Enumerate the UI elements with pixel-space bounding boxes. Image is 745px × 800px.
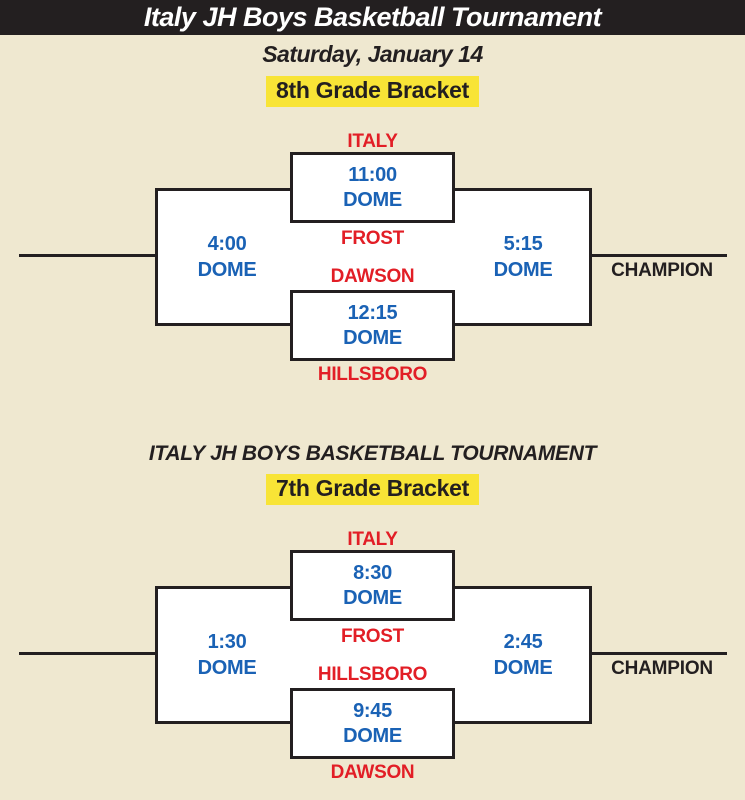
left-game-info: 1:30 DOME — [157, 629, 297, 681]
game-time: 11:00 — [348, 163, 397, 186]
team-label-top-above: ITALY — [347, 529, 398, 550]
grade-heading-row-8th: 8th Grade Bracket — [0, 76, 745, 107]
section-title-7th: ITALY JH BOYS BASKETBALL TOURNAMENT — [148, 442, 597, 465]
final-game-info: 5:15 DOME — [453, 231, 593, 283]
game-time: 1:30 — [207, 631, 247, 653]
champion-label: CHAMPION — [611, 260, 713, 281]
game-time: 2:45 — [503, 631, 543, 653]
game-time: 5:15 — [503, 233, 543, 255]
grade-heading-7th: 7th Grade Bracket — [265, 474, 480, 505]
left-game-info: 4:00 DOME — [157, 231, 297, 283]
game-box-bottom-semifinal: 12:15 DOME — [290, 290, 455, 361]
game-venue: DOME — [197, 259, 257, 281]
game-venue: DOME — [343, 586, 402, 609]
date-line: Saturday, January 14 — [262, 41, 483, 67]
bracket-7th-grade: ITALY 8:30 DOME FROST HILLSBORO 9:45 DOM… — [0, 530, 745, 790]
champion-label: CHAMPION — [611, 658, 713, 679]
team-label-bottom-below: HILLSBORO — [317, 364, 428, 385]
game-venue: DOME — [493, 259, 553, 281]
grade-heading-8th: 8th Grade Bracket — [265, 76, 480, 107]
game-box-top-semifinal: 11:00 DOME — [290, 152, 455, 223]
left-entry-line — [19, 652, 155, 655]
game-time: 4:00 — [207, 233, 247, 255]
game-venue: DOME — [197, 657, 257, 679]
game-venue: DOME — [343, 724, 402, 747]
game-venue: DOME — [493, 657, 553, 679]
game-venue: DOME — [343, 326, 402, 349]
left-entry-line — [19, 254, 155, 257]
game-venue: DOME — [343, 188, 402, 211]
team-label-top-above: ITALY — [347, 131, 398, 152]
page-title: Italy JH Boys Basketball Tournament — [143, 2, 602, 32]
bracket-8th-grade: ITALY 11:00 DOME FROST DAWSON 12:15 DOME… — [0, 132, 745, 392]
final-game-info: 2:45 DOME — [453, 629, 593, 681]
champion-line — [592, 652, 727, 655]
team-label-bottom-above: DAWSON — [330, 266, 415, 287]
game-time: 8:30 — [353, 561, 392, 584]
team-label-bottom-below: DAWSON — [330, 762, 415, 783]
title-bar: Italy JH Boys Basketball Tournament — [0, 0, 745, 35]
champion-line — [592, 254, 727, 257]
team-label-top-below: FROST — [341, 626, 404, 647]
game-box-top-semifinal: 8:30 DOME — [290, 550, 455, 621]
team-label-bottom-above: HILLSBORO — [317, 664, 428, 685]
grade-heading-row-7th: 7th Grade Bracket — [0, 474, 745, 505]
game-box-bottom-semifinal: 9:45 DOME — [290, 688, 455, 759]
team-label-top-below: FROST — [341, 228, 404, 249]
game-time: 9:45 — [353, 699, 392, 722]
game-time: 12:15 — [347, 301, 398, 324]
